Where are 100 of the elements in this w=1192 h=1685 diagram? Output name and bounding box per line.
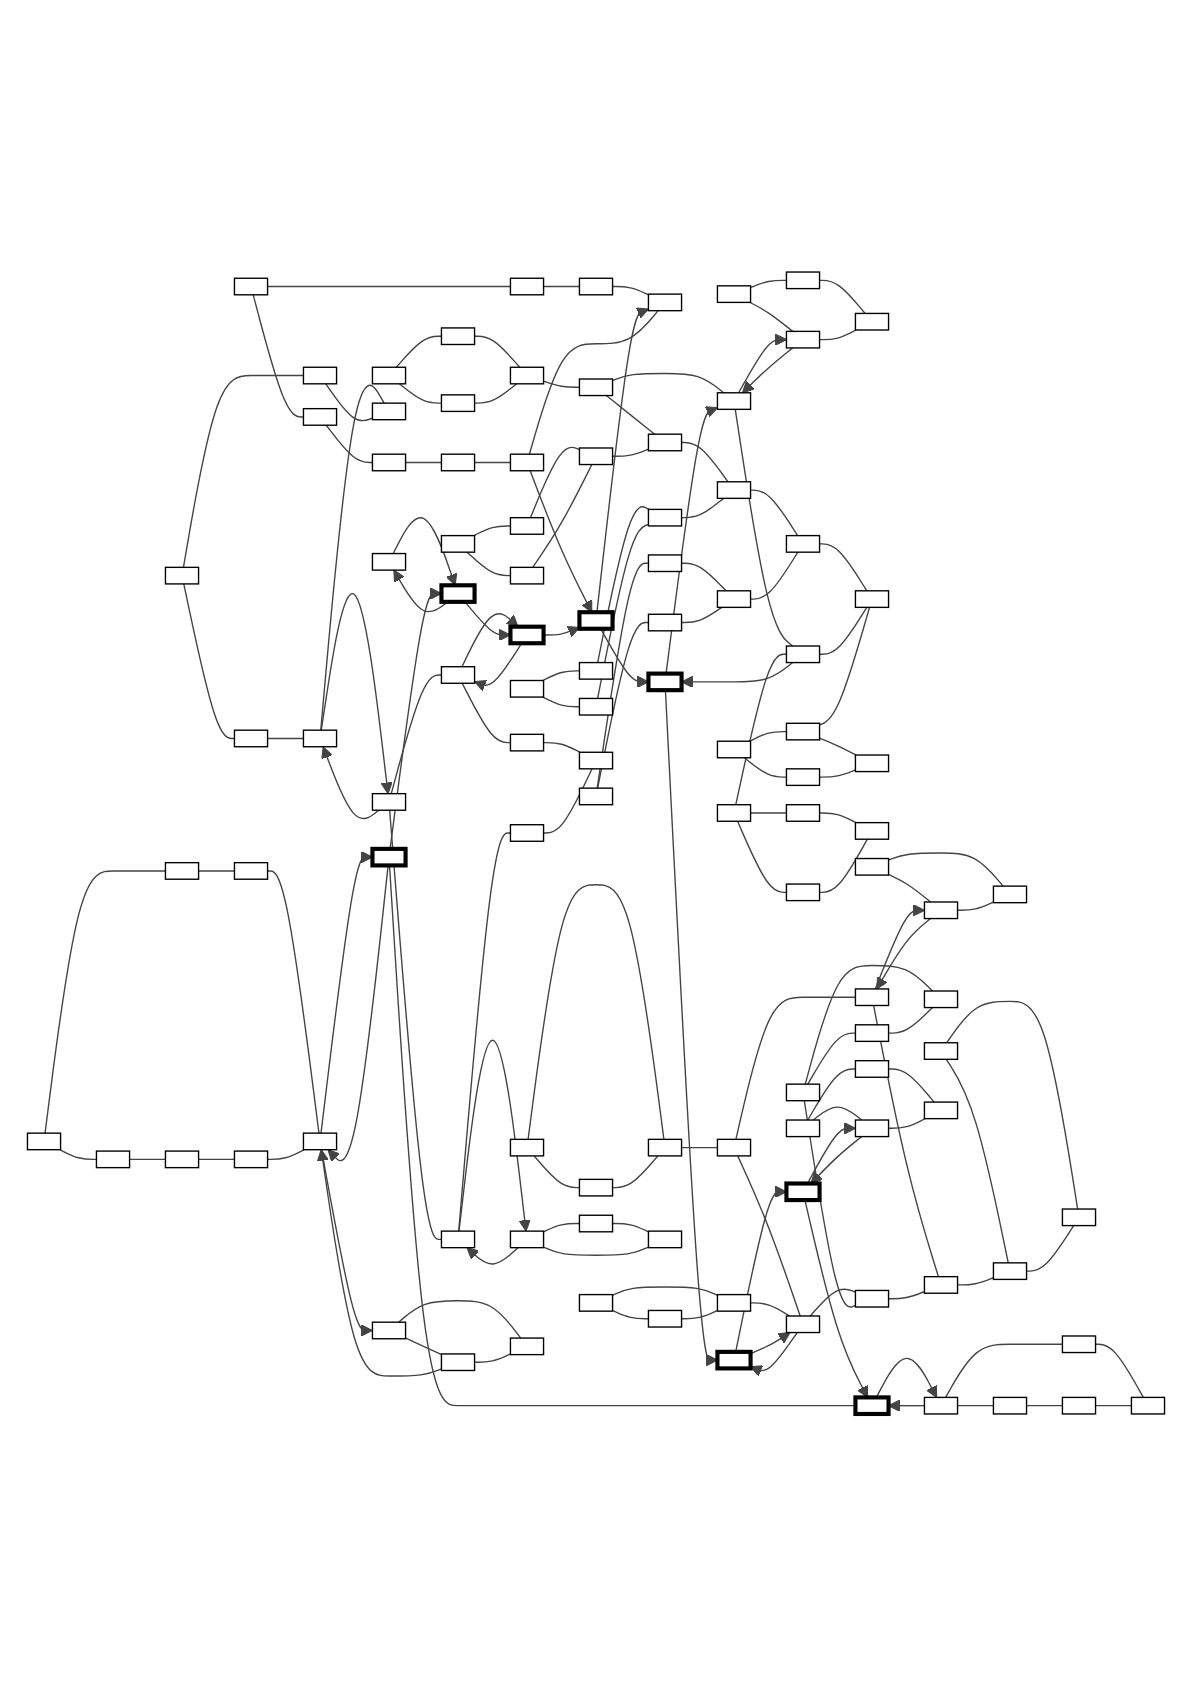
node-box xyxy=(95,1149,131,1168)
node-box xyxy=(647,292,683,311)
node-box xyxy=(854,312,890,331)
node-box xyxy=(716,391,752,410)
node-box xyxy=(854,821,890,840)
node-box xyxy=(509,366,545,384)
connector xyxy=(528,309,659,455)
connector xyxy=(749,301,794,332)
node-box xyxy=(992,1261,1028,1280)
node-box xyxy=(923,1396,959,1415)
node-box xyxy=(647,553,683,572)
node-box xyxy=(371,792,407,811)
connector xyxy=(531,463,593,568)
node-box xyxy=(302,407,338,426)
node-box xyxy=(1130,1396,1166,1415)
node-box xyxy=(509,679,545,698)
node-box xyxy=(302,366,338,384)
node-box xyxy=(371,1321,407,1339)
node-box xyxy=(785,803,821,822)
node-box xyxy=(716,1293,752,1312)
node-box xyxy=(509,1138,545,1157)
node-box xyxy=(784,1180,822,1202)
connector xyxy=(605,394,656,435)
node-box xyxy=(440,453,476,471)
connector xyxy=(737,1154,801,1317)
node-box xyxy=(853,1394,891,1416)
node-box xyxy=(854,1059,890,1078)
arrow xyxy=(876,917,932,989)
node-box xyxy=(716,1138,752,1157)
connector xyxy=(404,1336,443,1355)
connector xyxy=(945,1058,1009,1264)
node-box xyxy=(854,987,890,1006)
node-box xyxy=(577,609,615,631)
connector xyxy=(611,372,725,393)
connector xyxy=(734,408,794,647)
node-box xyxy=(233,861,269,880)
node-box xyxy=(509,516,545,535)
node-box xyxy=(923,1041,959,1060)
node-box xyxy=(647,433,683,451)
node-box xyxy=(440,665,476,684)
node-box xyxy=(578,1214,614,1232)
connector xyxy=(946,1000,1079,1210)
node-box xyxy=(923,989,959,1008)
connector xyxy=(804,964,934,1085)
node-box xyxy=(233,277,269,295)
node-box xyxy=(785,534,821,553)
node-box xyxy=(371,401,407,420)
node-box xyxy=(785,767,821,786)
node-box xyxy=(440,326,476,345)
arrow xyxy=(810,1135,863,1184)
node-box xyxy=(508,624,546,645)
connector xyxy=(397,1299,522,1339)
node-box xyxy=(233,729,269,747)
connector xyxy=(872,1004,940,1277)
node-box xyxy=(647,1229,683,1248)
node-box xyxy=(716,740,752,758)
connector xyxy=(320,384,385,731)
node-box xyxy=(578,697,614,716)
connector xyxy=(542,1245,650,1256)
node-box xyxy=(164,861,200,880)
node-box xyxy=(647,1138,683,1157)
node-box xyxy=(923,900,959,919)
arrow xyxy=(316,1148,443,1377)
connector xyxy=(596,505,650,663)
connector xyxy=(887,851,1004,887)
node-box xyxy=(647,1309,683,1328)
node-box xyxy=(440,1229,476,1248)
node-box xyxy=(647,508,683,527)
arrow xyxy=(875,1357,938,1398)
node-box xyxy=(233,1149,269,1168)
connector xyxy=(887,873,932,903)
node-box xyxy=(854,1289,890,1308)
arrow xyxy=(874,903,925,990)
node-box xyxy=(992,884,1028,903)
node-box xyxy=(854,1023,890,1042)
node-box xyxy=(854,589,890,608)
node-box xyxy=(992,1396,1028,1415)
node-box xyxy=(371,552,407,571)
node-box xyxy=(509,1229,545,1248)
node-box xyxy=(785,644,821,663)
node-box xyxy=(509,453,545,471)
node-box xyxy=(440,1352,476,1371)
node-box xyxy=(440,393,476,412)
node-box xyxy=(578,751,614,770)
node-box xyxy=(785,882,821,901)
node-box xyxy=(716,803,752,822)
node-box xyxy=(302,729,338,747)
arrow xyxy=(320,592,393,794)
node-box xyxy=(854,857,890,876)
arrow xyxy=(741,346,794,393)
arrow xyxy=(321,745,380,819)
arrow xyxy=(737,333,787,393)
node-box xyxy=(509,277,545,295)
node-box xyxy=(439,582,477,604)
connector xyxy=(527,883,665,1140)
connector xyxy=(818,606,871,726)
arrow xyxy=(461,612,519,667)
node-box xyxy=(854,1118,890,1137)
node-box xyxy=(646,671,684,692)
node-box xyxy=(1061,1207,1097,1226)
